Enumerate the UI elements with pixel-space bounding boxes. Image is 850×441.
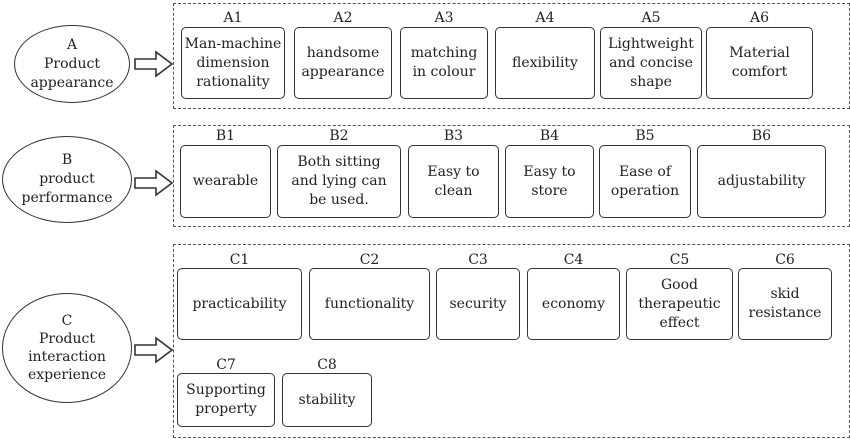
code-c5: C5 <box>669 252 690 268</box>
code-b1: B1 <box>215 128 236 144</box>
item-box-c4: economy <box>527 268 620 340</box>
item-box-b3: Easy to clean <box>408 145 499 218</box>
code-c3: C3 <box>468 252 488 268</box>
item-box-c2: functionality <box>309 268 430 340</box>
category-ellipse-a: A Product appearance <box>14 25 130 103</box>
item-box-b1: wearable <box>180 145 271 218</box>
item-box-a2: handsome appearance <box>294 27 392 99</box>
item-box-a5: Lightweight and concise shape <box>600 27 702 99</box>
item-box-a4: flexibility <box>495 27 595 99</box>
code-a1: A1 <box>223 10 243 26</box>
code-c6: C6 <box>775 252 795 268</box>
item-box-c1: practicability <box>177 268 302 340</box>
item-box-c5: Good therapeutic effect <box>626 268 733 340</box>
code-a3: A3 <box>434 10 454 26</box>
code-c1: C1 <box>229 252 250 268</box>
code-a5: A5 <box>641 10 661 26</box>
item-box-b2: Both sitting and lying can be used. <box>277 145 401 218</box>
item-box-a6: Material comfort <box>706 27 813 99</box>
arrow-icon-a <box>134 50 174 78</box>
category-ellipse-c: C Product interaction experience <box>2 293 132 403</box>
code-a4: A4 <box>535 10 555 26</box>
code-c8: C8 <box>317 357 337 373</box>
code-b6: B6 <box>751 128 772 144</box>
item-box-b5: Ease of operation <box>599 145 691 218</box>
item-box-c7: Supporting property <box>177 373 275 427</box>
code-c4: C4 <box>563 252 584 268</box>
item-box-c6: skid resistance <box>738 268 832 340</box>
item-box-c8: stability <box>282 373 372 427</box>
arrow-icon-b <box>134 169 174 197</box>
item-box-a3: matching in colour <box>400 27 488 99</box>
code-a2: A2 <box>333 10 353 26</box>
code-b3: B3 <box>443 128 464 144</box>
item-box-b4: Easy to store <box>505 145 594 218</box>
item-box-b6: adjustability <box>697 145 826 218</box>
code-b2: B2 <box>329 128 349 144</box>
code-b4: B4 <box>539 128 560 144</box>
item-box-a1: Man-machine dimension rationality <box>181 27 285 99</box>
code-a6: A6 <box>749 10 770 26</box>
code-b5: B5 <box>635 128 655 144</box>
arrow-icon-c <box>134 336 174 364</box>
code-c7: C7 <box>216 357 236 373</box>
category-ellipse-b: B product performance <box>2 136 132 223</box>
code-c2: C2 <box>359 252 380 268</box>
item-box-c3: security <box>436 268 520 340</box>
